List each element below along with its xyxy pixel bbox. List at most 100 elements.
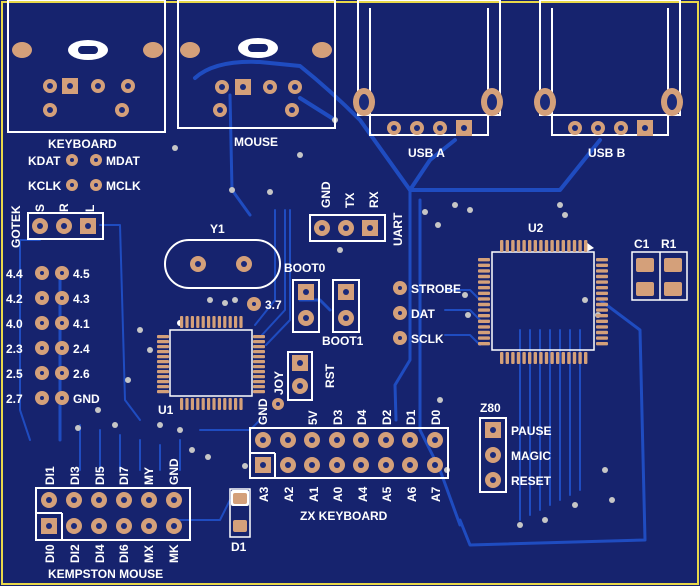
pin-hole bbox=[71, 497, 77, 503]
pin-hole bbox=[285, 462, 291, 468]
ic-pin bbox=[157, 375, 169, 379]
ic-pin bbox=[478, 314, 490, 318]
ic-pin bbox=[528, 240, 532, 252]
ic-pin bbox=[578, 352, 582, 364]
ic-pin bbox=[522, 240, 526, 252]
ic-pin bbox=[223, 316, 227, 328]
kdat-label: KDAT bbox=[28, 154, 61, 168]
gotek-r-label: R bbox=[57, 203, 71, 212]
gpio-left-label: 4.4 bbox=[6, 267, 23, 281]
ic-pin bbox=[157, 370, 169, 374]
ic-pin bbox=[190, 398, 194, 410]
ic-pin bbox=[478, 269, 490, 273]
ic-pin bbox=[157, 355, 169, 359]
ic-pin bbox=[596, 280, 608, 284]
gotek-s-label: S bbox=[33, 204, 47, 212]
usb-a-connector bbox=[353, 0, 503, 136]
ic-pin bbox=[596, 319, 608, 323]
ic-pin bbox=[478, 280, 490, 284]
tp-3-7-label: 3.7 bbox=[265, 298, 282, 312]
d1-diode bbox=[229, 488, 251, 538]
ic-pin bbox=[539, 240, 543, 252]
gotek-header bbox=[27, 212, 104, 240]
gpio-left-label: 4.2 bbox=[6, 292, 23, 306]
uart-label: UART bbox=[391, 212, 405, 246]
pin-hole bbox=[309, 437, 315, 443]
ic-pin bbox=[478, 319, 490, 323]
ic-pin bbox=[478, 330, 490, 335]
usb-a-label: USB A bbox=[408, 146, 445, 160]
pin-hole bbox=[71, 523, 77, 529]
pin-hole bbox=[171, 523, 177, 529]
ic-pin bbox=[478, 286, 490, 290]
gpio-left-label: 4.0 bbox=[6, 317, 23, 331]
kempston-pin-label: GND bbox=[167, 458, 181, 485]
boot0-jumper bbox=[292, 279, 320, 333]
ic-pin bbox=[180, 398, 184, 410]
ic-pin bbox=[550, 240, 554, 252]
pin-hole bbox=[146, 523, 152, 529]
ic-pin bbox=[478, 291, 490, 295]
kempston-pin-label: DI2 bbox=[68, 544, 82, 563]
ic-pin bbox=[478, 263, 490, 267]
zx-pin-label: D2 bbox=[380, 409, 394, 425]
pin-hole bbox=[96, 497, 102, 503]
kempston-pin-label: MX bbox=[142, 545, 156, 563]
c1-r1-components bbox=[631, 251, 688, 301]
ic-pin bbox=[550, 352, 554, 364]
ic-pin bbox=[478, 308, 490, 312]
gotek-l-label: L bbox=[83, 205, 97, 212]
ic-pin bbox=[234, 316, 238, 328]
sclk-label: SCLK bbox=[411, 332, 444, 346]
ic-pin bbox=[212, 398, 216, 410]
gpio-right-label: 4.5 bbox=[73, 267, 90, 281]
ic-pin bbox=[584, 240, 588, 252]
ic-pin bbox=[201, 398, 205, 410]
zx-pin-label: A0 bbox=[331, 486, 345, 502]
ic-pin bbox=[180, 316, 184, 328]
pin-hole bbox=[121, 497, 127, 503]
gpio-right-label: 2.4 bbox=[73, 342, 90, 356]
ic-pin bbox=[556, 352, 560, 364]
kempston-mouse-label: KEMPSTON MOUSE bbox=[48, 567, 163, 581]
zx-pin-label: A6 bbox=[405, 486, 419, 502]
mdat-label: MDAT bbox=[106, 154, 140, 168]
ic-pin bbox=[596, 258, 608, 262]
ic-pin bbox=[478, 258, 490, 262]
ic-pin bbox=[253, 375, 265, 379]
pin-hole bbox=[46, 523, 52, 529]
kempston-mouse-header bbox=[35, 487, 191, 541]
ic-pin bbox=[253, 385, 265, 389]
gpio-right-label: 2.6 bbox=[73, 367, 90, 381]
pause-label: PAUSE bbox=[511, 424, 551, 438]
strobe-label: STROBE bbox=[411, 282, 461, 296]
ic-pin bbox=[522, 352, 526, 364]
pin-hole bbox=[46, 497, 52, 503]
ic-pin bbox=[478, 325, 490, 329]
pin-hole bbox=[432, 462, 438, 468]
keyboard-label: KEYBOARD bbox=[48, 137, 117, 151]
ic-pin bbox=[253, 335, 265, 339]
kempston-pin-label: MY bbox=[142, 467, 156, 485]
ic-pin bbox=[596, 308, 608, 312]
display-test-points bbox=[393, 281, 407, 345]
ic-pin bbox=[157, 335, 169, 339]
ic-pin bbox=[157, 360, 169, 364]
mclk-label: MCLK bbox=[106, 179, 141, 193]
rst-label: RST bbox=[323, 363, 337, 388]
pin-hole bbox=[260, 462, 266, 468]
ic-pin bbox=[157, 350, 169, 354]
ic-pin bbox=[201, 316, 205, 328]
ic-pin bbox=[478, 336, 490, 340]
kempston-pin-label: DI6 bbox=[117, 544, 131, 563]
ic-pin bbox=[239, 398, 243, 410]
zx-pin-label: GND bbox=[256, 398, 270, 425]
pin-hole bbox=[285, 437, 291, 443]
ic-pin bbox=[157, 365, 169, 369]
ic-pin bbox=[596, 274, 608, 279]
d1-label: D1 bbox=[231, 540, 247, 554]
ic-pin bbox=[253, 350, 265, 354]
ic-pin bbox=[157, 380, 169, 384]
kempston-pin-label: MK bbox=[167, 544, 181, 563]
z80-control-header bbox=[479, 417, 507, 493]
